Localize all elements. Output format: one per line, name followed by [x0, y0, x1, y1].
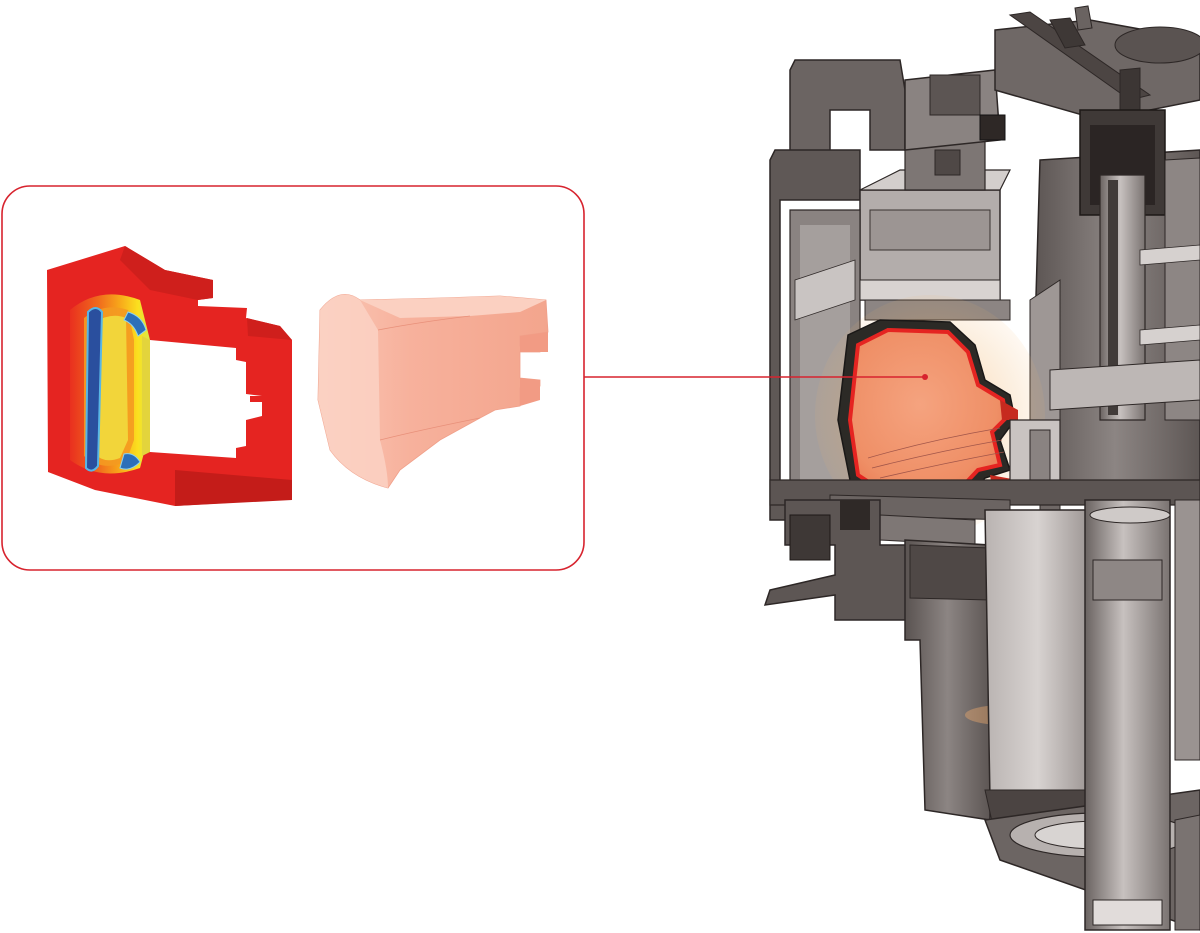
callout-connector	[584, 374, 928, 380]
thermal-contour-icon	[47, 246, 292, 506]
shell-shape-icon	[317, 293, 549, 489]
press-lower-sleeve	[984, 509, 1091, 801]
connector-endpoint-dot	[922, 374, 928, 380]
press-housing-left	[789, 59, 906, 161]
press-right-shaft	[1084, 499, 1171, 931]
press-cutaway	[763, 5, 1200, 931]
thermal-cold-band	[84, 307, 104, 472]
callout-box	[1, 185, 585, 571]
thermal-model-opening	[150, 340, 262, 458]
